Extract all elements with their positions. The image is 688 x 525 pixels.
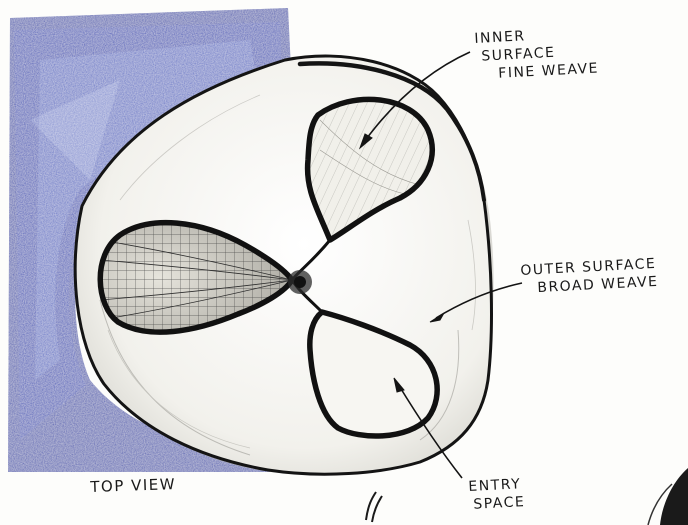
label-inner-surface: INNER SURFACE FINE WEAVE: [474, 24, 599, 84]
view-caption: TOP VIEW: [90, 475, 176, 496]
label-entry-space: ENTRY SPACE: [468, 475, 526, 514]
label-entry-space-line: SPACE: [473, 493, 526, 514]
stray-marks: [366, 468, 688, 525]
label-outer-surface: OUTER SURFACE BROAD WEAVE: [520, 255, 659, 298]
